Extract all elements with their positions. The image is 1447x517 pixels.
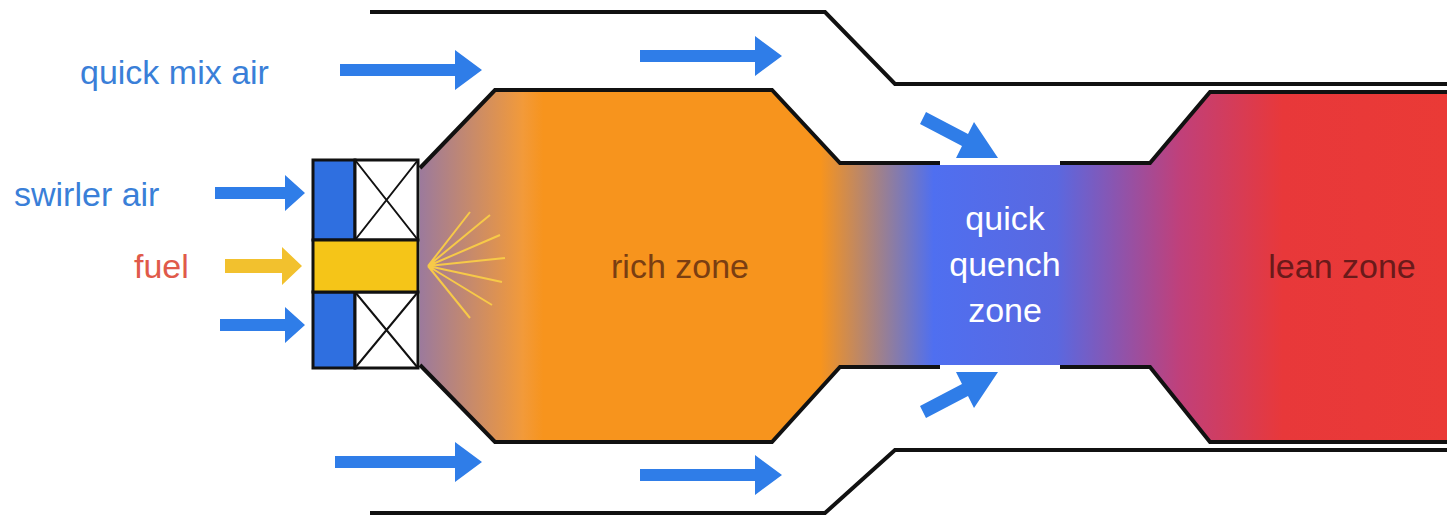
liner-wall — [1060, 367, 1447, 442]
air-label: swirler air — [14, 174, 159, 214]
fuel-label: fuel — [134, 246, 189, 286]
swirler-block — [313, 160, 355, 240]
fuel-injector — [313, 240, 418, 292]
lean-zone: lean zone — [1244, 243, 1440, 289]
liner-wall — [420, 365, 940, 442]
liner-wall — [420, 90, 940, 168]
rich-zone: rich zone — [550, 243, 810, 289]
swirler-block — [313, 292, 355, 368]
fuel-spray — [428, 212, 505, 318]
liner-wall — [1060, 92, 1447, 163]
zone-label: lean zone — [1244, 243, 1440, 289]
zone-label: rich zone — [550, 243, 810, 289]
fuel-arrow — [225, 247, 302, 285]
combustion-zone-fill — [420, 92, 1447, 440]
outer-casing — [370, 12, 1447, 84]
outer-casing — [370, 450, 1447, 513]
air-label: quick mix air — [80, 52, 269, 92]
air-arrows — [215, 36, 998, 495]
zone-label: quick quench zone — [930, 195, 1080, 333]
quench-zone: quick quench zone — [930, 195, 1080, 333]
